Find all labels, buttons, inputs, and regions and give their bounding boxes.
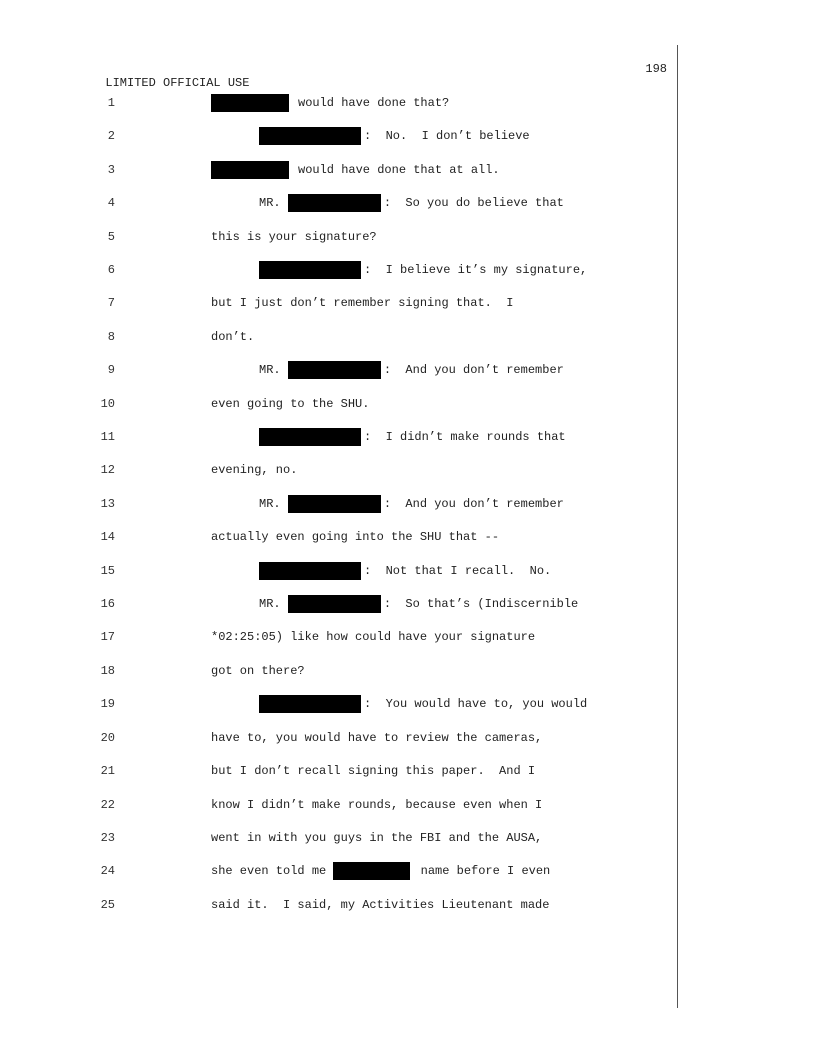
line-number: 20	[100, 731, 115, 745]
redaction	[287, 361, 381, 379]
line-number: 16	[100, 597, 115, 611]
line-text-prefix: she even told me	[211, 864, 334, 878]
redaction	[211, 94, 289, 112]
line-text: : No. I don’t believe	[364, 129, 530, 143]
line-text: actually even going into the SHU that --	[211, 530, 500, 544]
redaction	[287, 194, 381, 212]
line-text: but I don’t recall signing this paper. A…	[211, 764, 536, 778]
line-text: : And you don’t remember	[383, 363, 564, 377]
line-text: but I just don’t remember signing that. …	[211, 296, 514, 310]
line-text: don’t.	[211, 330, 255, 344]
speaker-prefix: MR.	[259, 363, 288, 377]
line-number: 8	[107, 330, 115, 344]
line-number: 13	[100, 497, 115, 511]
redaction	[259, 562, 361, 580]
line-number: 14	[100, 530, 115, 544]
line-number: 1	[107, 96, 115, 110]
line-number: 18	[100, 664, 115, 678]
redaction	[259, 127, 361, 145]
line-number: 6	[107, 263, 115, 277]
line-text: would have done that?	[298, 96, 450, 110]
line-number: 3	[107, 163, 115, 177]
line-text: : I believe it’s my signature,	[364, 263, 588, 277]
line-text: know I didn’t make rounds, because even …	[211, 798, 543, 812]
line-text: would have done that at all.	[298, 163, 500, 177]
redaction	[259, 428, 361, 446]
line-number: 9	[107, 363, 115, 377]
line-number: 15	[100, 564, 115, 578]
line-text: : I didn’t make rounds that	[364, 430, 566, 444]
line-text: : So that’s (Indiscernible	[383, 597, 579, 611]
line-number: 22	[100, 798, 115, 812]
speaker-prefix: MR.	[259, 597, 288, 611]
line-text: went in with you guys in the FBI and the…	[211, 831, 543, 845]
redaction	[259, 695, 361, 713]
line-number: 17	[100, 630, 115, 644]
line-number: 25	[100, 898, 115, 912]
header-classification: LIMITED OFFICIAL USE	[105, 76, 250, 90]
line-number: 4	[107, 196, 115, 210]
line-number: 10	[100, 397, 115, 411]
page-header: LIMITED OFFICIAL USE 198	[91, 62, 667, 104]
page-number: 198	[645, 62, 667, 76]
line-number: 2	[107, 129, 115, 143]
line-number: 23	[100, 831, 115, 845]
line-text: : Not that I recall. No.	[364, 564, 552, 578]
line-number: 21	[100, 764, 115, 778]
line-text: evening, no.	[211, 463, 298, 477]
line-text: even going to the SHU.	[211, 397, 370, 411]
line-text: this is your signature?	[211, 230, 377, 244]
line-text: : You would have to, you would	[364, 697, 588, 711]
line-number: 7	[107, 296, 115, 310]
redaction	[287, 595, 381, 613]
line-text: *02:25:05) like how could have your sign…	[211, 630, 536, 644]
redaction	[211, 161, 289, 179]
speaker-prefix: MR.	[259, 196, 288, 210]
line-text: : And you don’t remember	[383, 497, 564, 511]
margin-rule	[677, 45, 678, 1008]
line-number: 19	[100, 697, 115, 711]
line-text: name before I even	[413, 864, 551, 878]
line-text: said it. I said, my Activities Lieutenan…	[211, 898, 550, 912]
line-number: 11	[100, 430, 115, 444]
redaction	[287, 495, 381, 513]
line-number: 5	[107, 230, 115, 244]
redaction	[333, 862, 411, 880]
line-text: have to, you would have to review the ca…	[211, 731, 543, 745]
speaker-prefix: MR.	[259, 497, 288, 511]
line-text: got on there?	[211, 664, 305, 678]
line-number: 24	[100, 864, 115, 878]
redaction	[259, 261, 361, 279]
line-number: 12	[100, 463, 115, 477]
line-text: : So you do believe that	[383, 196, 564, 210]
